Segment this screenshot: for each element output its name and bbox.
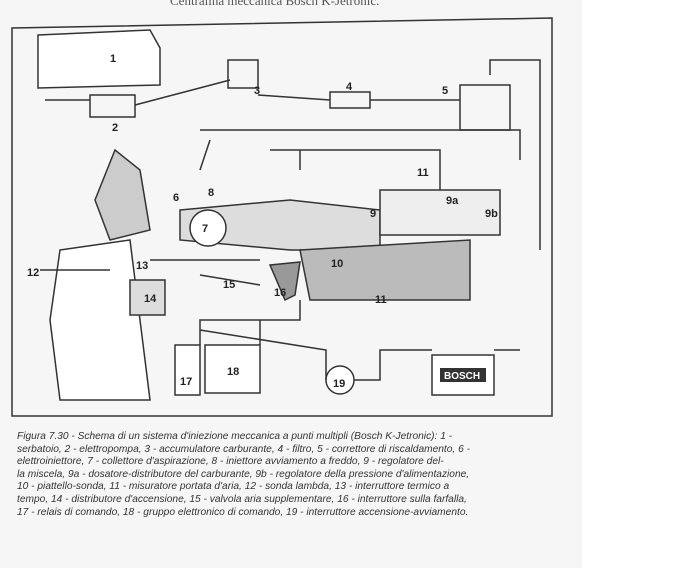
label-5: 5 [442, 85, 448, 97]
caption-line: elettroiniettore, 7 - collettore d'aspir… [17, 456, 444, 468]
air-flow-meter [299, 239, 471, 301]
label-7: 7 [202, 223, 208, 235]
caption-line: Figura 7.30 - Schema di un sistema d'ini… [17, 431, 453, 442]
label-9b: 9b [485, 208, 498, 220]
label-1: 1 [110, 53, 116, 65]
label-11-top: 11 [417, 167, 429, 179]
figure-caption: Figura 7.30 - Schema di un sistema d'ini… [17, 431, 557, 519]
warm-up-regulator [459, 84, 511, 131]
label-6: 6 [173, 192, 179, 204]
intake-collector [189, 209, 227, 247]
battery-logo-bg [440, 368, 486, 382]
label-11-bottom: 11 [375, 294, 387, 306]
label-9: 9 [370, 208, 376, 220]
fuel-accumulator [227, 59, 259, 89]
label-14: 14 [144, 293, 157, 305]
label-3: 3 [254, 85, 260, 97]
label-15: 15 [223, 279, 235, 291]
control-relay [174, 344, 201, 396]
label-2: 2 [112, 122, 118, 134]
distributor [129, 279, 166, 316]
electronic-control-unit [204, 344, 261, 394]
throttle-switch [268, 261, 301, 302]
label-18: 18 [227, 366, 239, 378]
label-9a: 9a [446, 195, 459, 207]
label-13: 13 [136, 260, 148, 272]
fuel-filter [329, 91, 371, 109]
tank [37, 29, 161, 89]
page-header: Centralina meccanica Bosch K-Jetronic. [170, 0, 380, 8]
diagram-frame [11, 17, 553, 417]
label-19: 19 [333, 378, 345, 390]
label-12: 12 [27, 267, 39, 279]
caption-line: 17 - relais di comando, 18 - gruppo elet… [17, 506, 469, 518]
caption-line: 10 - piattello-sonda, 11 - misuratore po… [17, 481, 450, 493]
label-8: 8 [208, 187, 214, 199]
label-17: 17 [180, 376, 192, 388]
label-4: 4 [346, 81, 353, 93]
engine-block [49, 239, 151, 401]
caption-line: tempo, 14 - distributore d'accensione, 1… [17, 493, 467, 505]
label-16: 16 [274, 287, 286, 299]
battery-brand: BOSCH [444, 371, 480, 382]
mixture-regulator [379, 189, 501, 236]
caption-line: la miscela, 9a - dosatore-distributore d… [17, 468, 470, 480]
caption-line: serbatoio, 2 - elettropompa, 3 - accumul… [17, 443, 470, 455]
label-10: 10 [331, 258, 343, 270]
fuel-pump [89, 94, 136, 118]
